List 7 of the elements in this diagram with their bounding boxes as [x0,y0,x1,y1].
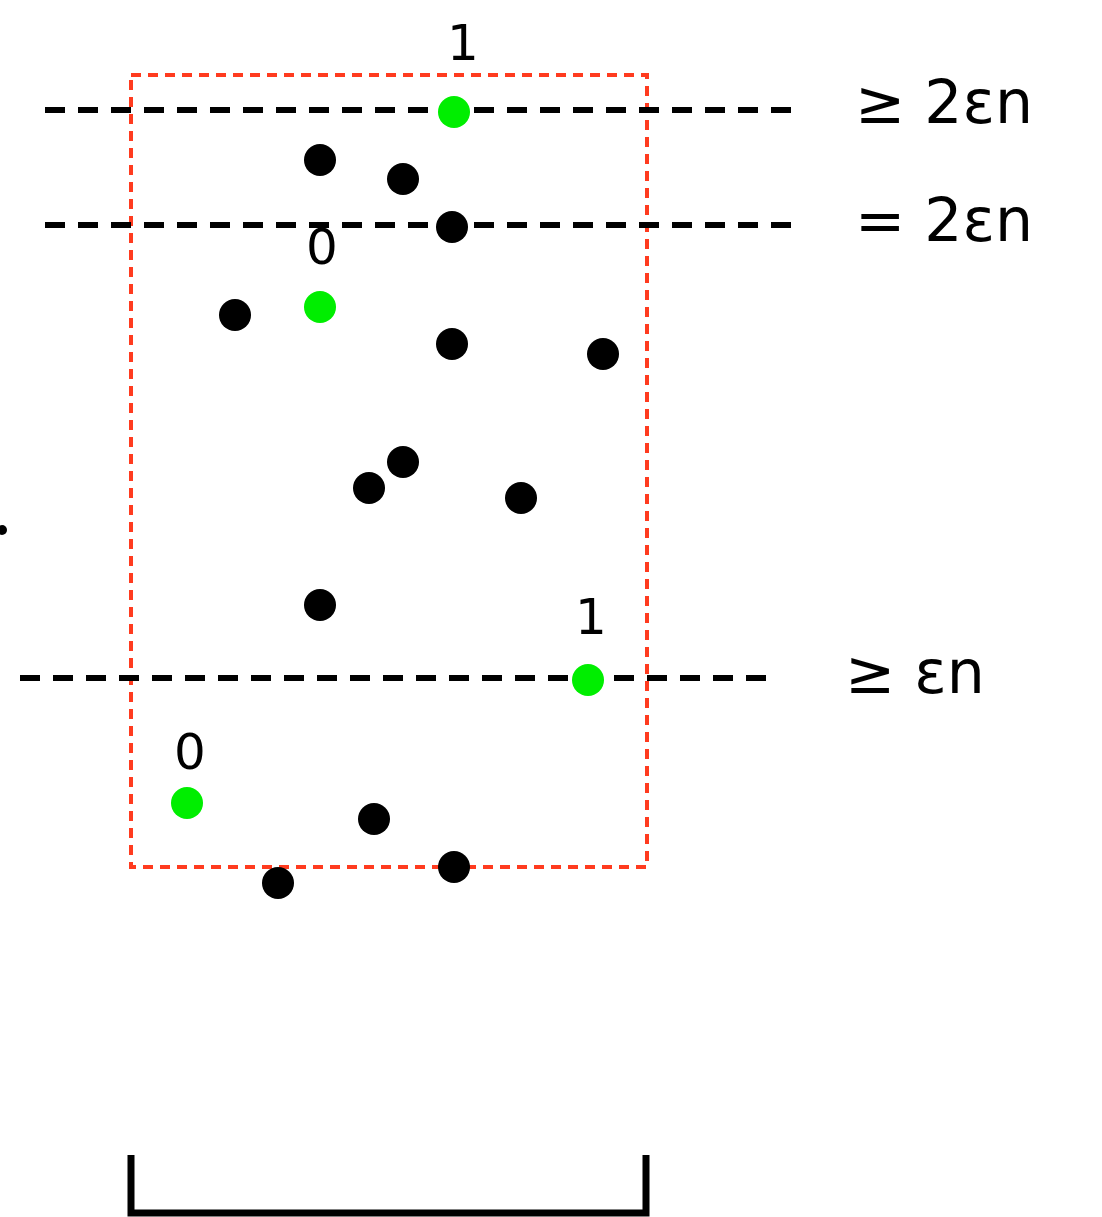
threshold-label: = 2εn [855,190,1033,250]
threshold-label: ≥ εn [845,642,985,702]
point-label: 1 [447,18,479,68]
point-label: 0 [306,222,338,272]
point-label: 0 [174,727,206,777]
threshold-label: ≥ 2εn [855,72,1033,132]
point-label: 1 [575,592,607,642]
